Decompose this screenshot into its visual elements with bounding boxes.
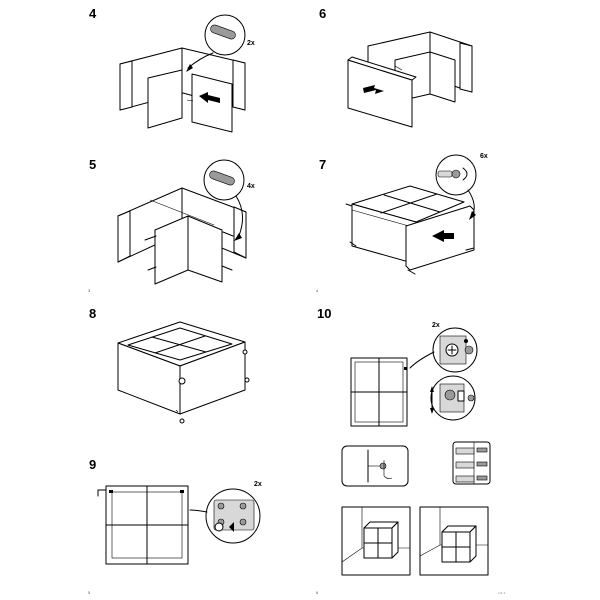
document-code: v.0.1 bbox=[498, 591, 506, 595]
step7-quantity-label: 6x bbox=[480, 153, 488, 160]
step-number-8: 8 bbox=[89, 306, 97, 321]
step-number-4: 4 bbox=[89, 6, 97, 21]
step-number-5: 5 bbox=[89, 157, 97, 172]
step5-illustration bbox=[117, 159, 247, 285]
step10-illustration bbox=[341, 327, 491, 576]
step-number-9: 9 bbox=[89, 457, 97, 472]
page-number-6: 6 bbox=[316, 590, 319, 595]
step4-quantity-label: 2x bbox=[247, 40, 255, 47]
step-number-10: 10 bbox=[317, 306, 332, 321]
step8-illustration bbox=[117, 321, 250, 424]
step6-illustration bbox=[347, 31, 473, 128]
step7-illustration bbox=[345, 154, 477, 275]
page-number-5: 5 bbox=[88, 590, 91, 595]
step10-quantity-label: 2x bbox=[432, 322, 440, 329]
page-number-3: 3 bbox=[88, 288, 91, 293]
step-number-6: 6 bbox=[319, 6, 327, 21]
step5-quantity-label: 4x bbox=[247, 183, 255, 190]
step9-illustration bbox=[97, 485, 261, 565]
page-number-4: 4 bbox=[316, 288, 319, 293]
step4-illustration bbox=[119, 14, 246, 133]
step-number-7: 7 bbox=[319, 157, 327, 172]
step9-quantity-label: 2x bbox=[254, 481, 262, 488]
